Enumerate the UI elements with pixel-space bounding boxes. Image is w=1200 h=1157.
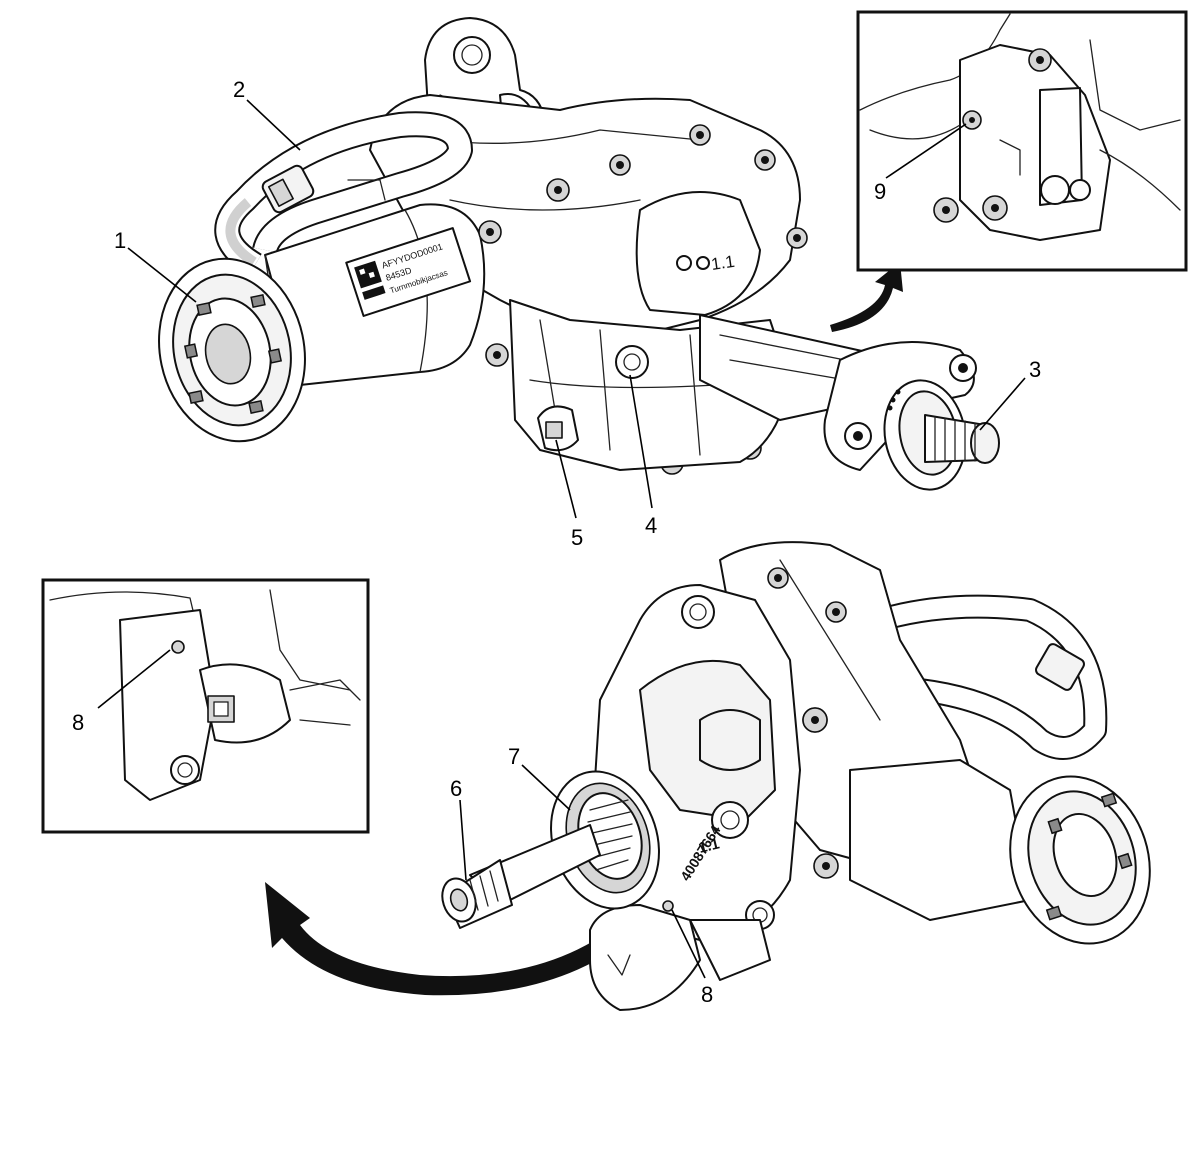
- callout-9: 9: [874, 179, 886, 204]
- vent-hose-loop: [214, 111, 473, 277]
- callout-4: 4: [645, 513, 657, 538]
- arrow-to-detail-9: [830, 262, 903, 332]
- drum-housing: AFYYDOD0001 8453D Turnmobikjacsas: [264, 203, 486, 386]
- fill-plug-4: [615, 345, 649, 379]
- vent-plug-8-detail: [171, 640, 185, 654]
- drive-module-bottom-view: 1.1 40087664: [441, 541, 1151, 1011]
- callout-5: 5: [571, 525, 583, 550]
- detail-inset-vent: [856, 10, 1188, 272]
- vent-plug-8: [662, 900, 674, 912]
- callout-1: 1: [114, 228, 126, 253]
- actuator-cover: 1.1: [635, 191, 761, 316]
- output-flange-left: [158, 257, 306, 443]
- top-revision-mark: 1.1: [710, 252, 736, 274]
- callout-2: 2: [233, 77, 245, 102]
- callout-6: 6: [450, 776, 462, 801]
- callout-3: 3: [1029, 357, 1041, 382]
- callout-8-detail: 8: [72, 710, 84, 735]
- callouts: 1 2 3 4 5 6 7 8 8 9: [72, 77, 1041, 1007]
- callout-7: 7: [508, 744, 520, 769]
- drive-module-top-view: 1.1 AFYYDOD0001 8453D: [158, 17, 1000, 491]
- detail-inset-plug: [41, 578, 370, 834]
- bottom-revision-mark: 1.1: [697, 835, 721, 857]
- callout-8: 8: [701, 982, 713, 1007]
- right-output-flange: [823, 341, 1000, 491]
- arrow-to-detail-8: [265, 882, 655, 996]
